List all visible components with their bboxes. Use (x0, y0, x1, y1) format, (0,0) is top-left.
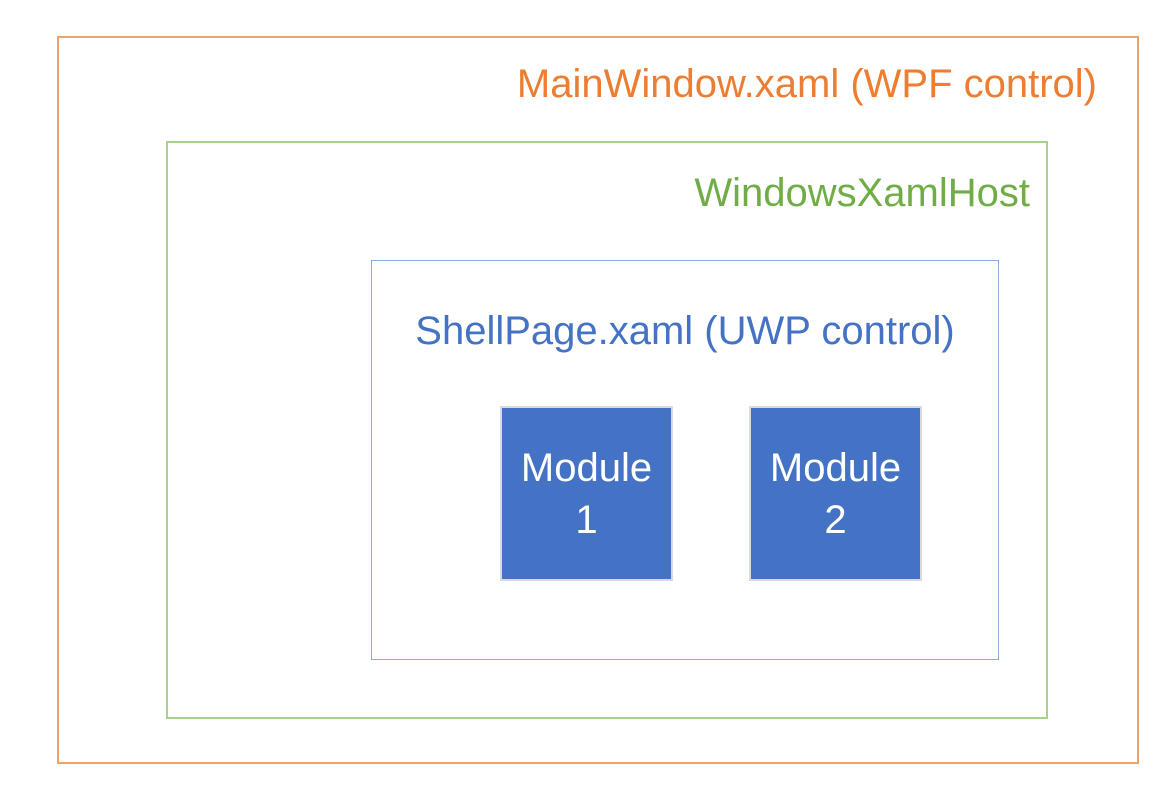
shellpage-box: ShellPage.xaml (UWP control) Module 1 Mo… (371, 260, 999, 660)
module-1-box: Module 1 (500, 406, 673, 581)
mainwindow-box: MainWindow.xaml (WPF control) WindowsXam… (57, 36, 1139, 764)
module-2-label-line2: 2 (824, 497, 847, 542)
windowsxamlhost-box: WindowsXamlHost ShellPage.xaml (UWP cont… (166, 141, 1048, 719)
module-1-label-line2: 1 (575, 497, 598, 542)
module-2-box: Module 2 (749, 406, 922, 581)
module-1-label-line1: Module (520, 445, 653, 490)
windowsxamlhost-label: WindowsXamlHost (694, 171, 1030, 215)
module-2-label-line1: Module (769, 445, 902, 490)
shellpage-label: ShellPage.xaml (UWP control) (415, 309, 955, 353)
mainwindow-label: MainWindow.xaml (WPF control) (516, 62, 1097, 106)
